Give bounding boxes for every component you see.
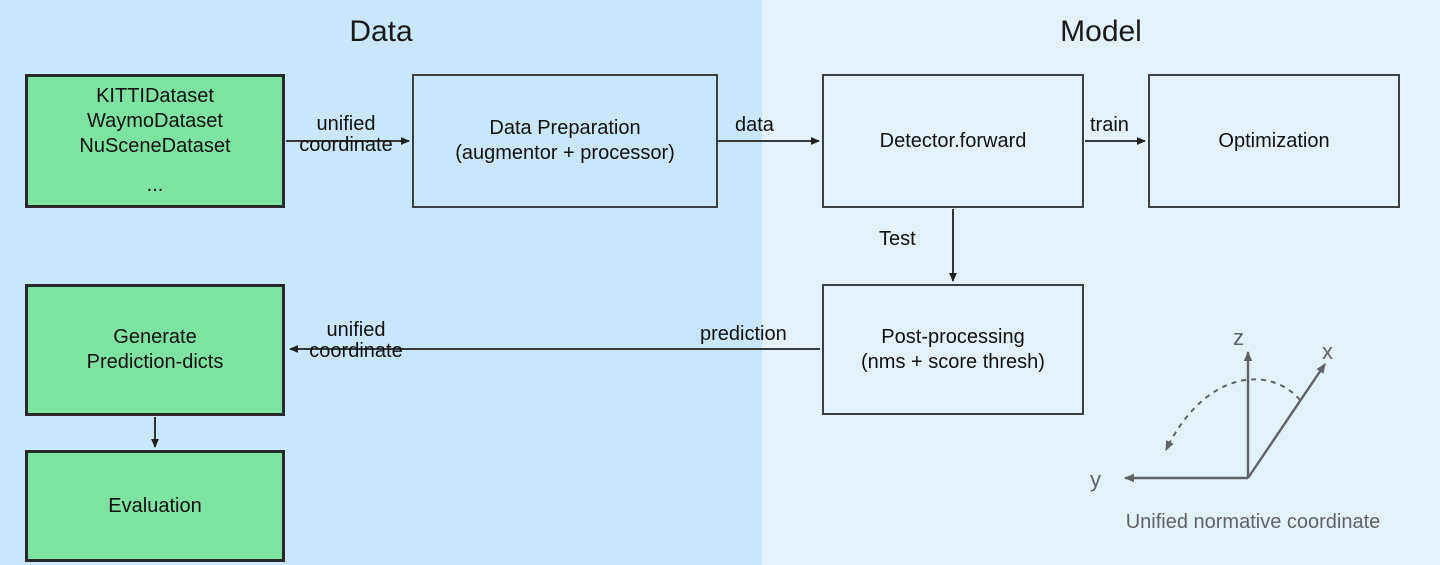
edge-label-unified-bottom-line2: coordinate — [309, 340, 403, 362]
axis-label-y: y — [1090, 467, 1101, 492]
dataset-ellipsis: ... — [146, 174, 164, 196]
edge-label-unified-coordinate-top: unified coordinate — [294, 114, 398, 156]
dataset-line-1: KITTIDataset — [96, 85, 214, 107]
generate-line-2: Prediction-dicts — [86, 351, 224, 373]
optimization-label: Optimization — [1218, 129, 1330, 152]
node-evaluation[interactable]: Evaluation — [25, 450, 285, 562]
generate-line-1: Generate — [113, 326, 197, 348]
node-generate-prediction-dicts[interactable]: Generate Prediction-dicts — [25, 284, 285, 416]
node-datasets[interactable]: KITTIDataset WaymoDataset NuSceneDataset… — [25, 74, 285, 208]
post-processing-subtitle: (nms + score thresh) — [861, 350, 1045, 373]
detector-forward-label: Detector.forward — [879, 129, 1027, 152]
evaluation-label: Evaluation — [108, 494, 202, 517]
panel-title-data: Data — [349, 15, 413, 48]
edge-label-prediction: prediction — [700, 323, 787, 345]
axis-label-x: x — [1322, 339, 1333, 364]
dataset-line-3: NuSceneDataset — [79, 135, 231, 157]
axis-label-z: z — [1233, 325, 1244, 350]
data-preparation-subtitle: (augmentor + processor) — [455, 142, 675, 164]
coordinate-figure-caption: Unified normative coordinate — [1125, 511, 1381, 533]
coordinate-axes-figure — [1124, 351, 1326, 483]
edge-label-data: data — [735, 114, 774, 136]
node-data-preparation[interactable]: Data Preparation (augmentor + processor) — [412, 74, 718, 208]
data-preparation-title: Data Preparation — [489, 117, 641, 139]
edge-label-unified-top-line1: unified — [316, 113, 376, 135]
edge-label-unified-coordinate-bottom: unified coordinate — [296, 320, 416, 362]
panel-title-model: Model — [1060, 15, 1142, 48]
edge-label-test: Test — [879, 228, 916, 250]
node-post-processing[interactable]: Post-processing (nms + score thresh) — [822, 284, 1084, 415]
dataset-line-2: WaymoDataset — [87, 110, 223, 132]
node-optimization[interactable]: Optimization — [1148, 74, 1400, 208]
edge-label-train: train — [1090, 114, 1129, 136]
post-processing-title: Post-processing — [881, 325, 1025, 348]
node-detector-forward[interactable]: Detector.forward — [822, 74, 1084, 208]
edge-label-unified-top-line2: coordinate — [299, 134, 393, 156]
edge-label-unified-bottom-line1: unified — [326, 319, 386, 341]
